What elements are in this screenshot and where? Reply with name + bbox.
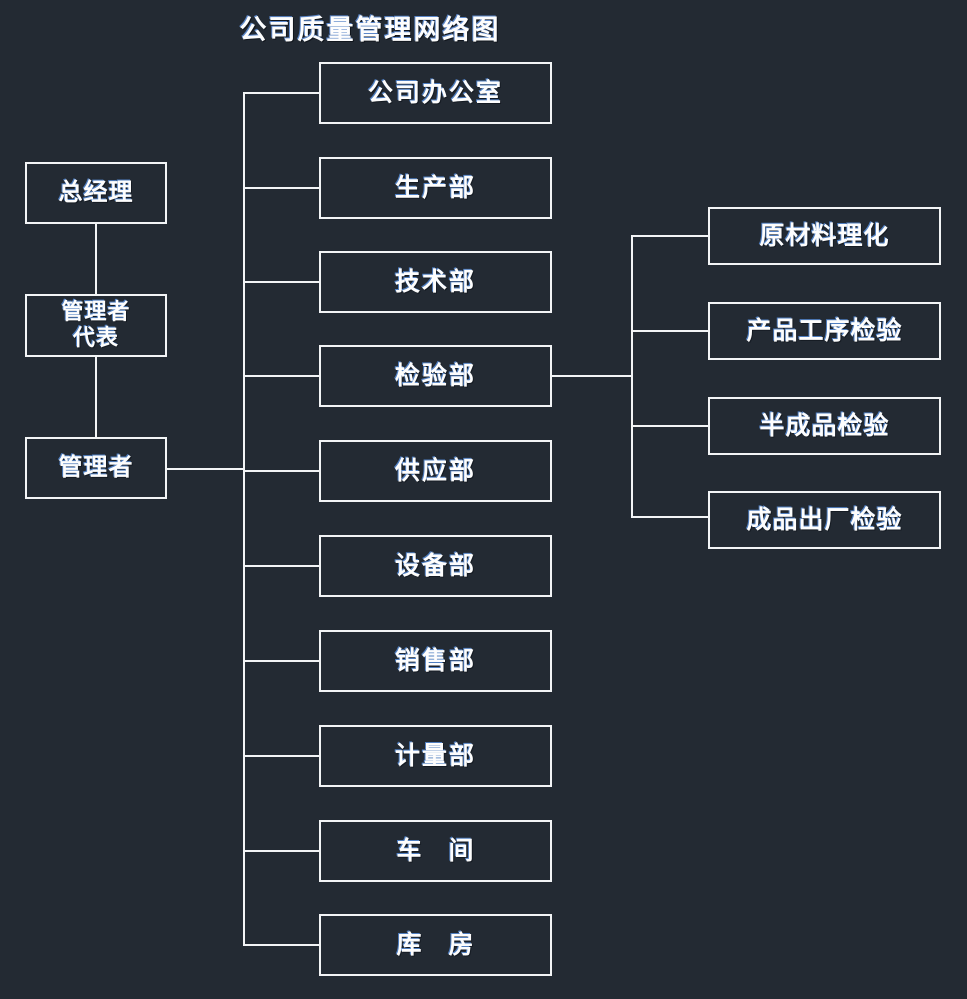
node-finished-product-factory-inspection[interactable]: 成品出厂检验 [708, 491, 941, 549]
node-manager[interactable]: 管理者 [25, 437, 167, 499]
node-warehouse[interactable]: 库 房 [319, 914, 552, 976]
branch-sales-dept [243, 660, 321, 662]
branch-finished-product-factory-inspection [631, 516, 710, 518]
node-product-process-inspection[interactable]: 产品工序检验 [708, 302, 941, 360]
node-management-representative[interactable]: 管理者 代表 [25, 294, 167, 357]
node-supply-dept[interactable]: 供应部 [319, 440, 552, 502]
branch-metrology-dept [243, 755, 321, 757]
node-sales-dept[interactable]: 销售部 [319, 630, 552, 692]
connector-manager-to-spine [167, 468, 245, 470]
connector-inspection-to-right-spine [552, 375, 632, 377]
right-spine [631, 235, 633, 517]
branch-raw-material-physical-chemical [631, 235, 710, 237]
node-company-office[interactable]: 公司办公室 [319, 62, 552, 124]
branch-supply-dept [243, 470, 321, 472]
connector-rep-to-manager [95, 357, 97, 437]
node-metrology-dept[interactable]: 计量部 [319, 725, 552, 787]
branch-semi-finished-inspection [631, 425, 710, 427]
branch-workshop [243, 850, 321, 852]
middle-spine [243, 93, 245, 945]
node-technology-dept[interactable]: 技术部 [319, 251, 552, 313]
node-workshop[interactable]: 车 间 [319, 820, 552, 882]
node-raw-material-physical-chemical[interactable]: 原材料理化 [708, 207, 941, 265]
branch-inspection-dept [243, 375, 321, 377]
branch-production-dept [243, 187, 321, 189]
page-title: 公司质量管理网络图 [239, 15, 501, 46]
node-production-dept[interactable]: 生产部 [319, 157, 552, 219]
node-semi-finished-inspection[interactable]: 半成品检验 [708, 397, 941, 455]
branch-warehouse [243, 944, 321, 946]
branch-company-office [243, 92, 321, 94]
branch-equipment-dept [243, 565, 321, 567]
branch-technology-dept [243, 281, 321, 283]
node-equipment-dept[interactable]: 设备部 [319, 535, 552, 597]
branch-product-process-inspection [631, 330, 710, 332]
node-inspection-dept[interactable]: 检验部 [319, 345, 552, 407]
node-general-manager[interactable]: 总经理 [25, 162, 167, 224]
connector-gm-to-rep [95, 224, 97, 294]
